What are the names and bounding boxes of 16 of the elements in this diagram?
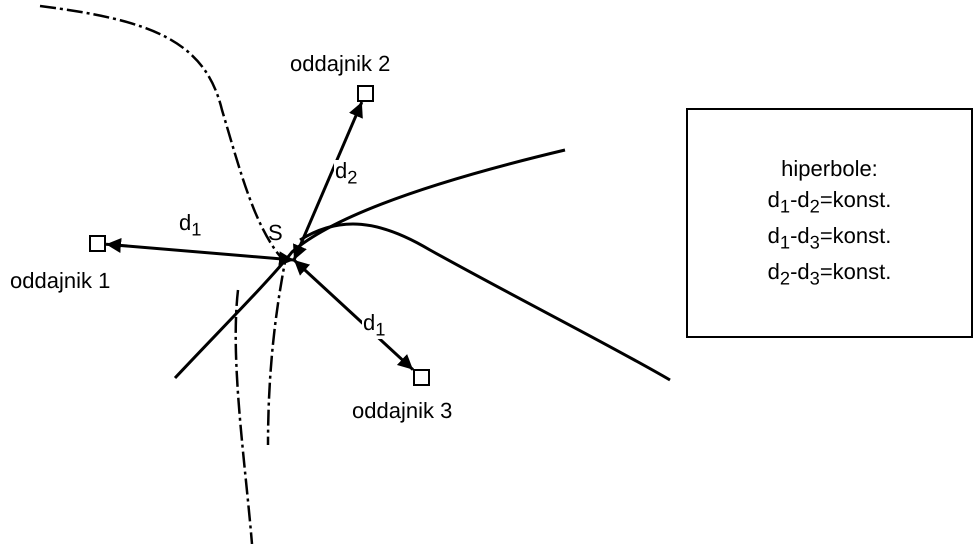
transmitter-label: oddajnik 1 [10, 270, 110, 292]
legend-text: hiperbole: [781, 158, 878, 180]
point-label: S [268, 222, 283, 244]
distance-arrow [292, 101, 364, 261]
transmitter-label: oddajnik 2 [290, 53, 390, 75]
legend-text: d$_{2}$-d$_{3}$=konst. [768, 260, 892, 288]
legend-text: d$_{1}$-d$_{2}$=konst. [768, 189, 892, 216]
legend-text: d$_{1}$-d$_{3}$=konst. [768, 225, 892, 252]
transmitter-marker [89, 235, 106, 252]
distance-arrow [106, 238, 294, 266]
transmitter-marker [413, 369, 430, 386]
transmitter-label: oddajnik 3 [352, 400, 452, 422]
edge-label: d$_{1}$ [362, 312, 386, 339]
distance-arrow [292, 258, 414, 371]
legend-box [686, 108, 973, 338]
transmitter-marker [357, 85, 374, 102]
